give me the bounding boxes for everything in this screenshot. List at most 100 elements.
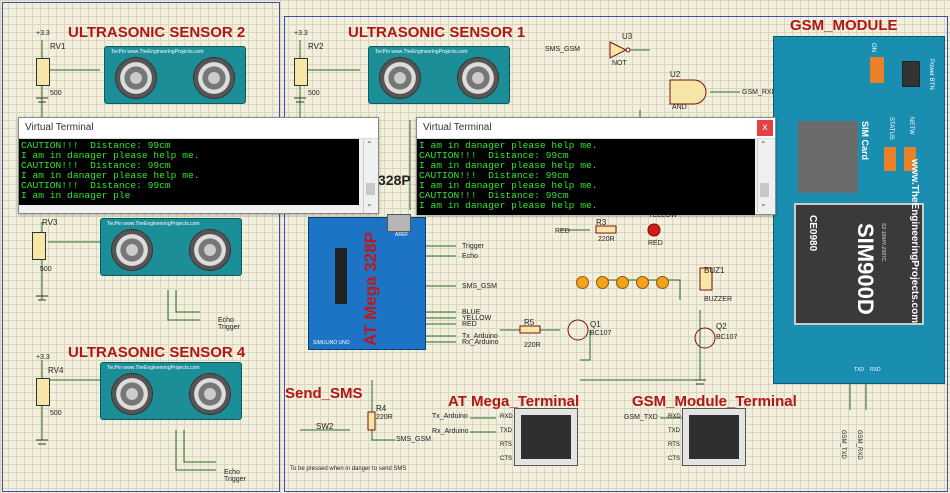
rv3-label: RV3 [42, 218, 58, 227]
net-gsm-txd: GSM_TXD [624, 414, 658, 421]
arduino-title: AT Mega 328P [361, 231, 380, 346]
u3-label: U3 [622, 32, 633, 41]
terminal-line: CAUTION!!! Distance: 99cm [419, 190, 569, 201]
ce-label: CE0980 [807, 215, 818, 252]
vcc-label: +3.3 [294, 30, 308, 37]
ultrasonic-sensor-3[interactable]: TecPin www.TheEngineeringProjects.com [100, 218, 242, 276]
sheet-border-right [284, 16, 948, 492]
rv2-label: RV2 [308, 42, 324, 51]
net-red: RED [462, 321, 477, 328]
arduino-board[interactable]: AT Mega 328P SIMULINO UNO AREF [308, 214, 426, 350]
r3-label: R3 [596, 218, 607, 227]
status-label: STATUS [888, 117, 894, 140]
yellow-led [656, 276, 669, 289]
gsm-module[interactable]: SIM Card www.TheEngineeringProjects.com … [773, 36, 945, 384]
net-gsm-rxd: GSM_RXD [742, 89, 777, 96]
arduino-title-partial: 328P [378, 172, 411, 188]
terminal-output[interactable]: I am in danager please help me.CAUTION!!… [417, 139, 755, 215]
ultrasonic-sensor-4[interactable]: TecPin www.TheEngineeringProjects.com [100, 362, 242, 420]
title-gsm-module: GSM_MODULE [790, 17, 898, 34]
pin-txd: TXD [500, 428, 512, 434]
title-ultrasonic-sensor-1: ULTRASONIC SENSOR 1 [348, 24, 526, 41]
close-icon[interactable]: x [757, 120, 773, 136]
pin-rxd: RXD [500, 414, 513, 420]
scroll-thumb[interactable] [760, 183, 769, 197]
buz1-type: BUZZER [704, 296, 732, 303]
terminal-line: I am in danager please help me. [21, 150, 200, 161]
buz1-label: BUZ1 [704, 266, 725, 275]
pot-value: 500 [50, 410, 62, 417]
r4-value: 220R [376, 414, 393, 421]
transducer-icon [189, 229, 231, 271]
scroll-thumb[interactable] [366, 183, 375, 195]
ultrasonic-sensor-2[interactable]: TecPin www.TheEngineeringProjects.com [104, 46, 246, 104]
ultrasonic-sensor-1[interactable]: TecPin www.TheEngineeringProjects.com [368, 46, 510, 104]
switch-note: To be pressed when in danger to send SMS [290, 466, 407, 472]
terminal-scrollbar[interactable]: ⌃ ⌄ [363, 139, 378, 213]
title-ultrasonic-sensor-4: ULTRASONIC SENSOR 4 [68, 344, 246, 361]
net-trigger: Trigger [462, 243, 484, 250]
sensor-header: TecPin www.TheEngineeringProjects.com [107, 221, 200, 227]
virtual-terminal-window-left[interactable]: Virtual Terminal CAUTION!!! Distance: 99… [18, 117, 379, 214]
netw-label: NETW [908, 117, 914, 135]
potentiometer-rv2[interactable] [294, 58, 308, 86]
q2-type: BC107 [716, 334, 738, 341]
transducer-icon [193, 57, 235, 99]
pin-txd: TXD [668, 428, 680, 434]
power-button[interactable] [902, 61, 920, 87]
u2-type: AND [672, 104, 687, 111]
sheet-border-left [2, 2, 280, 492]
terminal-line: I am in danager please help me. [21, 170, 200, 181]
capacitor [904, 147, 916, 171]
u3-type: NOT [612, 60, 627, 67]
net-echo: Echo [224, 469, 240, 476]
net-rx-arduino: Rx_Arduino [432, 428, 469, 435]
net-gsm-rxd-in: GSM_RXD [856, 430, 862, 460]
sim900d-chip [794, 203, 924, 325]
capacitor [884, 147, 896, 171]
q1-type: BC107 [590, 330, 612, 337]
scroll-down-icon[interactable]: ⌄ [366, 199, 373, 208]
terminal-line: CAUTION!!! Distance: 99cm [21, 140, 171, 151]
yellow-led [616, 276, 629, 289]
transducer-icon [115, 57, 157, 99]
sensor-header: TecPin www.TheEngineeringProjects.com [375, 49, 468, 55]
sw2-label: SW2 [316, 422, 334, 431]
transducer-icon [111, 229, 153, 271]
terminal-line: I am in danager please help me. [419, 200, 598, 211]
terminal-title: Virtual Terminal [423, 122, 492, 133]
net-tx-arduino: Tx_Arduino [462, 333, 498, 340]
scroll-up-icon[interactable]: ⌃ [366, 140, 373, 149]
aref-label: AREF [395, 232, 409, 238]
net-sms-gsm: SMS_GSM [396, 436, 432, 443]
sensor-header: TecPin www.TheEngineeringProjects.com [107, 365, 200, 371]
scroll-down-icon[interactable]: ⌄ [760, 199, 767, 208]
scroll-up-icon[interactable]: ⌃ [760, 140, 767, 149]
atmega-virtual-terminal[interactable] [514, 408, 578, 466]
vcc-label: +3.3 [36, 354, 50, 361]
transducer-icon [379, 57, 421, 99]
net-echo: Echo [218, 317, 234, 324]
terminal-line: I am in danager ple [21, 190, 131, 201]
rv4-label: RV4 [48, 366, 64, 375]
terminal-titlebar[interactable]: Virtual Terminal x [417, 118, 775, 139]
gsm-website-label: www.TheEngineeringProjects.com [909, 159, 920, 324]
sim900d-label: SIM900D [853, 223, 878, 315]
mcu-chip [335, 248, 347, 304]
potentiometer-rv1[interactable] [36, 58, 50, 86]
sim-card-label: SIM Card [860, 121, 870, 161]
terminal-line: I am in danager please help me. [419, 180, 598, 191]
net-echo: Echo [462, 253, 478, 260]
q2-label: Q2 [716, 322, 727, 331]
terminal-line: CAUTION!!! Distance: 99cm [419, 170, 569, 181]
terminal-scrollbar[interactable]: ⌃ ⌄ [757, 139, 772, 213]
power-btn-label: Power BTN [928, 59, 934, 90]
potentiometer-rv3[interactable] [32, 232, 46, 260]
pin-cts: CTS [500, 456, 512, 462]
gsm-virtual-terminal[interactable] [682, 408, 746, 466]
potentiometer-rv4[interactable] [36, 378, 50, 406]
pot-value: 500 [40, 266, 52, 273]
virtual-terminal-window-right[interactable]: Virtual Terminal x I am in danager pleas… [416, 117, 776, 215]
terminal-titlebar[interactable]: Virtual Terminal [19, 118, 378, 139]
